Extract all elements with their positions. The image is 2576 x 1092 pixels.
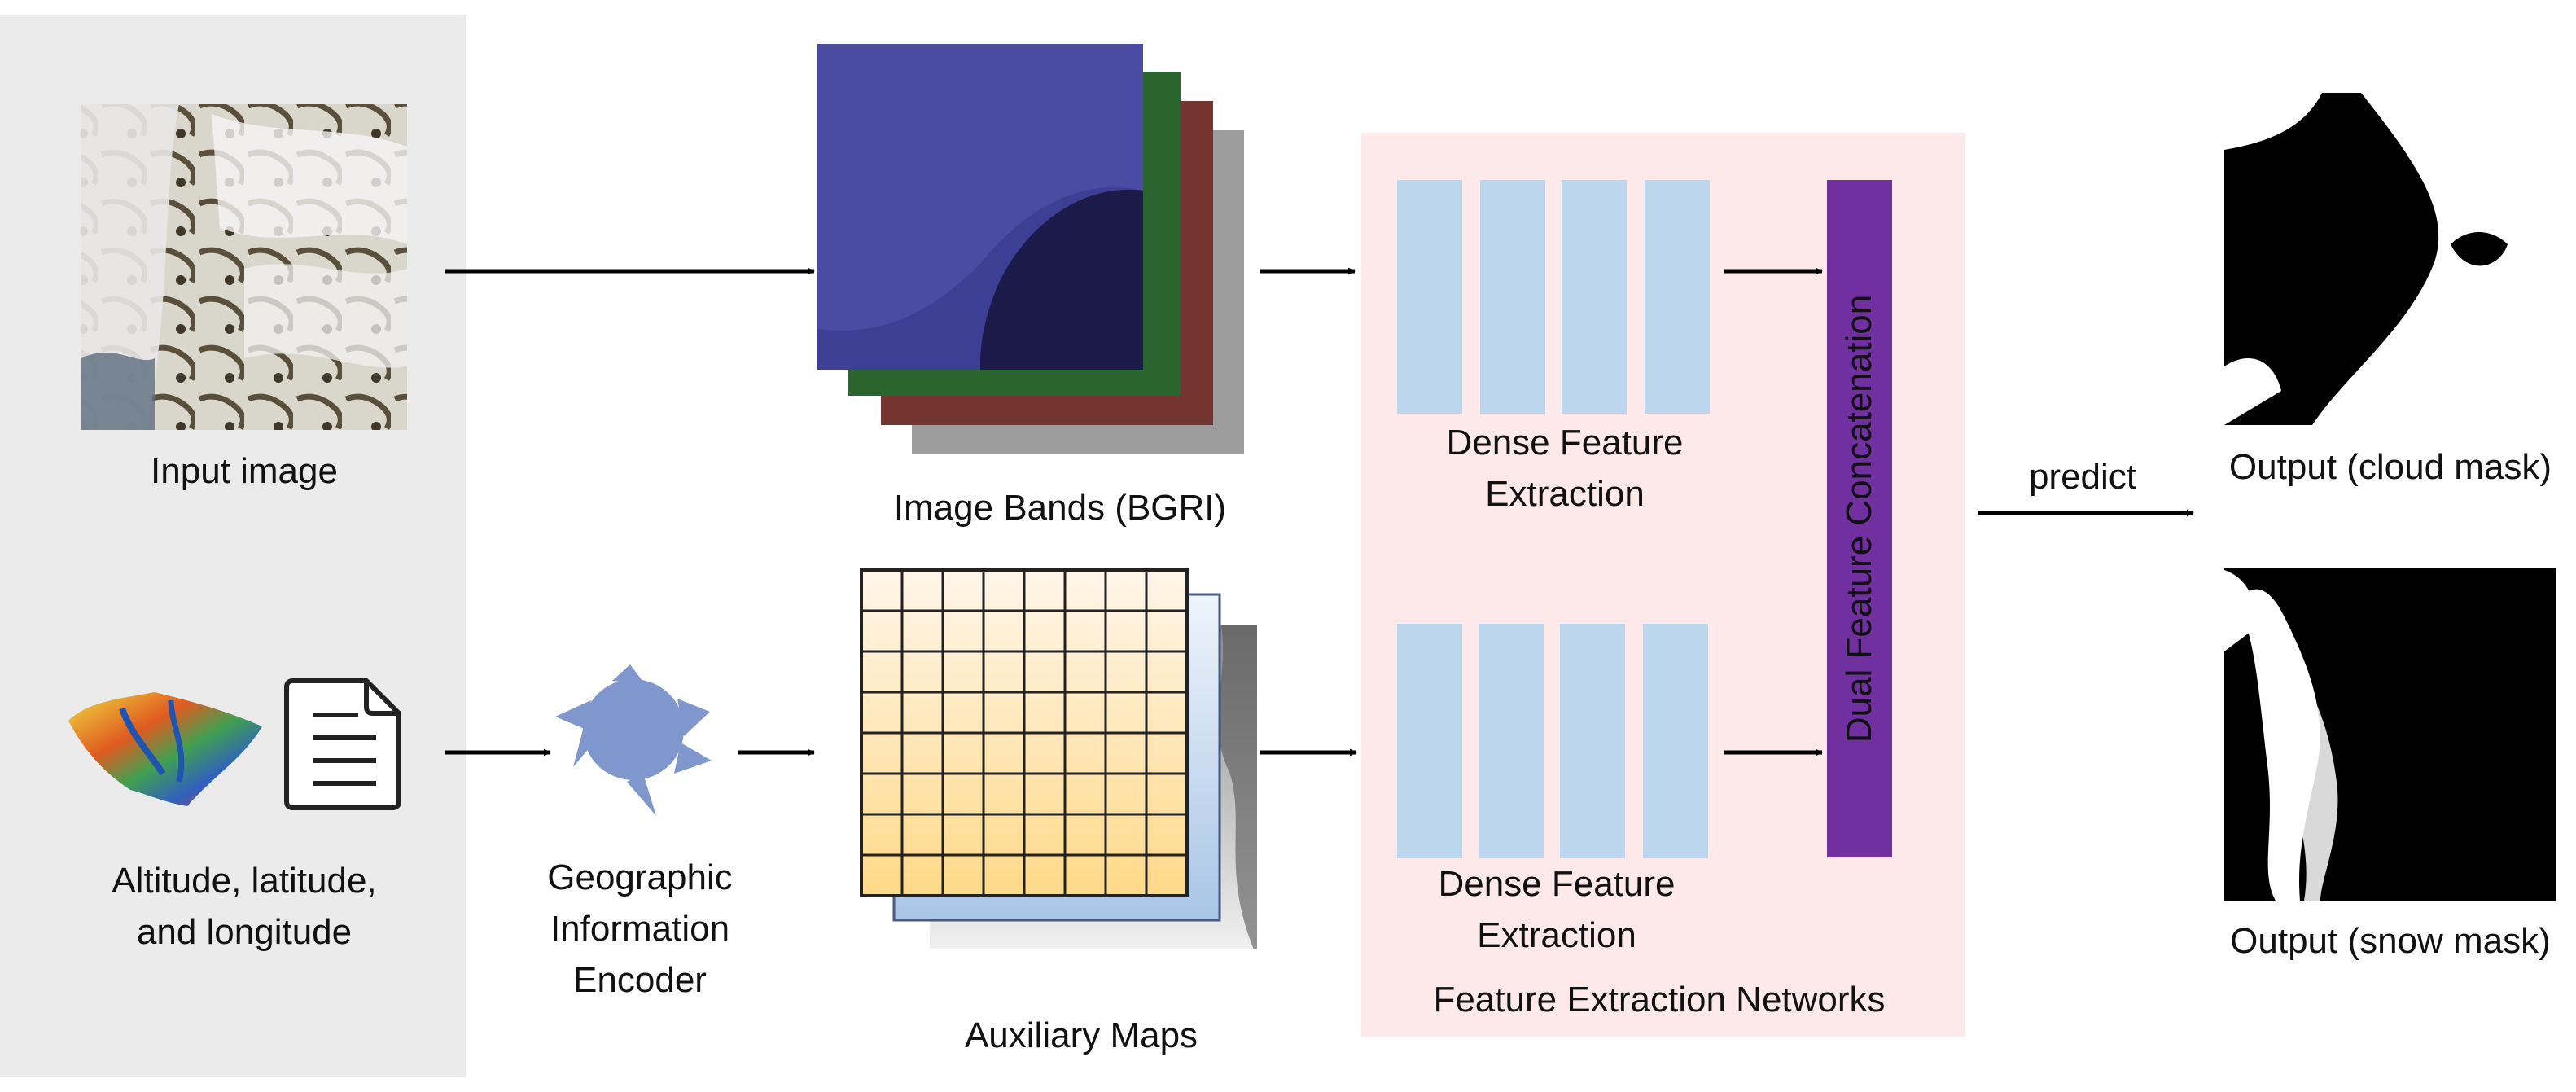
- upper-dense-block-1: [1397, 180, 1462, 414]
- upper-dense-block-4: [1645, 180, 1710, 414]
- encoder-label-line3: Encoder: [573, 960, 707, 1000]
- lower-dense-block-4: [1643, 624, 1708, 858]
- encoder-label-line1: Geographic: [547, 857, 733, 897]
- input-satellite-image: [81, 104, 407, 430]
- image-bands-stack: [817, 44, 1244, 454]
- output-cloud-mask-image: [2224, 93, 2556, 425]
- lower-dense-block-3: [1560, 624, 1625, 858]
- output-snow-label: Output (snow mask): [2230, 921, 2551, 961]
- auxiliary-maps-label: Auxiliary Maps: [964, 1015, 1198, 1055]
- flow-arrows: [445, 267, 2194, 757]
- lower-dense-label-line1: Dense Feature: [1438, 864, 1676, 904]
- geo-inputs-label-line2: and longitude: [136, 912, 353, 952]
- lower-dense-block-2: [1479, 624, 1544, 858]
- image-bands-label: Image Bands (BGRI): [893, 488, 1227, 528]
- upper-dense-block-3: [1562, 180, 1627, 414]
- feature-networks-panel-label: Feature Extraction Networks: [1433, 980, 1886, 1020]
- geo-inputs-label-line1: Altitude, latitude,: [112, 861, 377, 901]
- auxiliary-maps-stack: [860, 568, 1257, 949]
- upper-dense-label-line1: Dense Feature: [1446, 423, 1684, 463]
- concatenation-label: Dual Feature Concatenation: [1839, 294, 1879, 743]
- encoder-label-line2: Information: [550, 909, 730, 949]
- dual-concatenation-bar: [1827, 180, 1892, 857]
- upper-dense-label-line2: Extraction: [1485, 474, 1645, 514]
- lower-dense-block-1: [1397, 624, 1462, 858]
- upper-dense-block-2: [1480, 180, 1545, 414]
- document-icon: [284, 678, 401, 810]
- terrain-map-icon: [68, 692, 262, 806]
- predict-label: predict: [2028, 457, 2137, 497]
- input-image-label: Input image: [151, 451, 338, 491]
- encoder-gear-icon: [555, 664, 712, 816]
- output-cloud-label: Output (cloud mask): [2228, 447, 2552, 487]
- lower-dense-label-line2: Extraction: [1477, 915, 1636, 955]
- output-snow-mask-image: [2224, 568, 2556, 901]
